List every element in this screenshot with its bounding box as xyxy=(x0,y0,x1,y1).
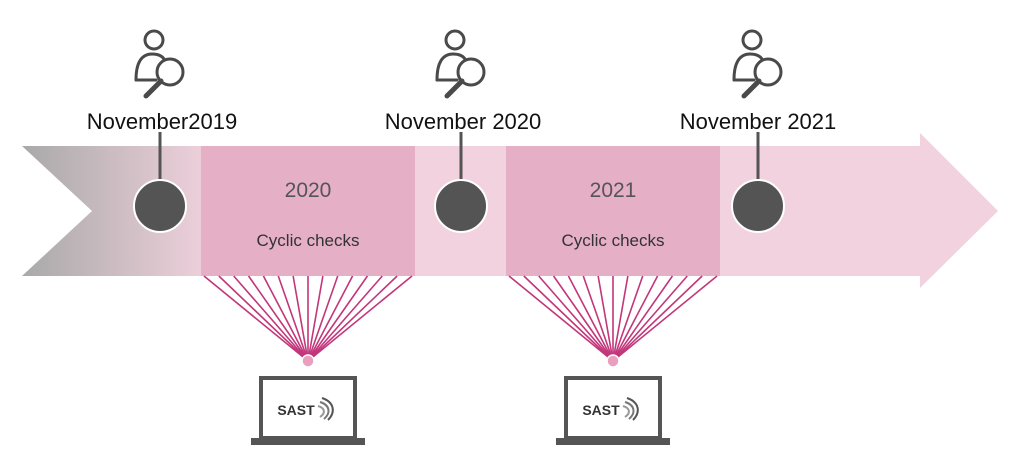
ray-line xyxy=(307,275,324,362)
ray-line xyxy=(523,275,614,362)
ray-line xyxy=(307,275,413,362)
ray-fan xyxy=(508,275,718,362)
ray-focus-dot xyxy=(606,354,620,368)
ray-line xyxy=(612,275,659,362)
ray-line xyxy=(612,275,718,362)
ray-line xyxy=(538,275,614,362)
milestone-marker xyxy=(731,132,785,233)
ray-line xyxy=(552,275,614,362)
user-search-icon xyxy=(134,29,185,99)
milestone-marker xyxy=(133,132,187,233)
milestone-label: November2019 xyxy=(87,109,237,134)
ray-line xyxy=(307,275,339,362)
period-subtitle-label: Cyclic checks xyxy=(257,231,360,250)
milestone-dot xyxy=(133,179,187,233)
user-search-icon xyxy=(732,29,783,99)
ray-line xyxy=(277,275,309,362)
ray-line xyxy=(203,275,309,362)
ray-line xyxy=(612,275,674,362)
sast-swoosh-icon xyxy=(622,397,639,421)
sast-logo-text: SAST xyxy=(582,402,620,418)
ray-line xyxy=(612,275,629,362)
ray-line xyxy=(597,275,614,362)
ray-line xyxy=(292,275,309,362)
period-year-label: 2021 xyxy=(590,179,637,202)
ray-line xyxy=(582,275,614,362)
milestone-label: November 2020 xyxy=(385,109,542,134)
ray-line xyxy=(307,275,369,362)
ray-line xyxy=(612,275,644,362)
ray-line xyxy=(612,275,688,362)
ray-line xyxy=(612,275,703,362)
milestone-dot xyxy=(731,179,785,233)
milestone-marker xyxy=(434,132,488,233)
ray-line xyxy=(218,275,309,362)
ray-line xyxy=(567,275,614,362)
ray-line xyxy=(307,275,354,362)
period-year-label: 2020 xyxy=(285,179,332,202)
ray-line xyxy=(307,275,398,362)
sast-logo-text: SAST xyxy=(277,402,315,418)
sast-swoosh-icon xyxy=(317,397,334,421)
period-block-2020 xyxy=(201,146,415,276)
ray-focus-dot xyxy=(301,354,315,368)
ray-line xyxy=(262,275,309,362)
milestone-dot xyxy=(434,179,488,233)
ray-line xyxy=(247,275,309,362)
period-block-2021 xyxy=(506,146,720,276)
laptop-icon: SAST xyxy=(251,376,365,445)
laptop-icon: SAST xyxy=(556,376,670,445)
user-search-icon xyxy=(435,29,486,99)
milestone-label: November 2021 xyxy=(680,109,837,134)
ray-fan xyxy=(203,275,413,362)
ray-line xyxy=(307,275,383,362)
ray-line xyxy=(233,275,309,362)
ray-line xyxy=(508,275,614,362)
period-subtitle-label: Cyclic checks xyxy=(562,231,665,250)
